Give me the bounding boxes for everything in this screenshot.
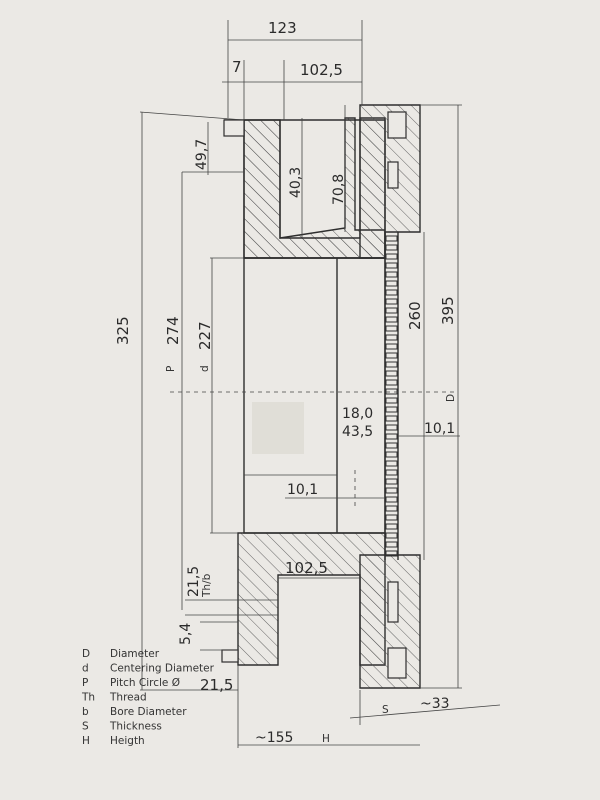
legend-text: Centering Diameter xyxy=(110,663,215,675)
tooth xyxy=(385,352,398,359)
axis-label-D: D xyxy=(445,394,457,402)
tooth xyxy=(385,343,398,350)
tooth xyxy=(385,307,398,314)
part-section xyxy=(170,104,455,689)
tooth xyxy=(385,442,398,449)
dim-bottom-33: ~33 xyxy=(420,696,450,712)
tooth xyxy=(385,334,398,341)
tooth xyxy=(385,496,398,503)
tooth xyxy=(385,487,398,494)
legend-text: Heigth xyxy=(110,735,145,747)
dim-upper-49: 49,7 xyxy=(194,139,210,170)
tooth xyxy=(385,289,398,296)
tooth xyxy=(385,406,398,413)
tooth xyxy=(385,316,398,323)
tooth xyxy=(385,361,398,368)
legend-symbol: P xyxy=(82,677,88,689)
dim-mid-18: 18,0 xyxy=(342,406,373,422)
legend-symbol: Th xyxy=(81,692,95,704)
dim-left-274: 274 xyxy=(164,316,182,345)
tooth xyxy=(385,469,398,476)
tooth xyxy=(385,325,398,332)
dim-mid-10-right: 10,1 xyxy=(424,421,455,437)
dim-left-325: 325 xyxy=(114,316,132,345)
dim-top-total: 123 xyxy=(268,19,297,37)
legend-symbol: H xyxy=(82,735,90,747)
legend-symbol: S xyxy=(82,721,89,733)
legend-text: Bore Diameter xyxy=(110,706,187,718)
legend-symbol: b xyxy=(82,706,89,718)
tooth xyxy=(385,397,398,404)
tooth xyxy=(385,523,398,530)
tooth xyxy=(385,280,398,287)
dim-bottom-S: S xyxy=(382,704,389,716)
tooth xyxy=(385,244,398,251)
legend-symbol: d xyxy=(82,663,89,675)
legend-text: Diameter xyxy=(110,648,160,660)
legend-text: Pitch Circle Ø xyxy=(110,677,180,689)
dim-mid-43: 43,5 xyxy=(342,424,373,440)
tooth xyxy=(385,235,398,242)
tooth xyxy=(385,298,398,305)
dimension-labels: 123 7 102,5 49,7 40,3 70,8 325 274 227 2… xyxy=(114,19,457,746)
tooth xyxy=(385,379,398,386)
axis-label-P: P xyxy=(165,366,177,372)
tooth xyxy=(385,478,398,485)
tooth xyxy=(385,415,398,422)
dim-bottom-H: H xyxy=(322,733,330,745)
tooth xyxy=(385,388,398,395)
tooth xyxy=(385,514,398,521)
axis-label-d: d xyxy=(199,365,211,372)
tooth xyxy=(385,433,398,440)
dim-upper-40: 40,3 xyxy=(288,167,304,198)
tooth xyxy=(385,460,398,467)
legend-text: Thread xyxy=(109,692,147,704)
dim-lower-54: 5,4 xyxy=(178,623,194,645)
dim-right-395: 395 xyxy=(439,296,457,325)
tooth xyxy=(385,550,398,557)
dim-left-227: 227 xyxy=(196,321,214,350)
dim-lower-21b: 21,5 xyxy=(200,676,233,694)
tooth-comb xyxy=(385,235,398,557)
dim-top-right: 102,5 xyxy=(300,61,343,79)
dim-top-small: 7 xyxy=(232,58,242,76)
tooth xyxy=(385,271,398,278)
tooth xyxy=(385,532,398,539)
dim-mid-10-left: 10,1 xyxy=(287,482,318,498)
legend-text: Thickness xyxy=(109,721,162,733)
tooth xyxy=(385,451,398,458)
dim-right-260: 260 xyxy=(406,301,424,330)
dimension-lines xyxy=(139,20,501,748)
dim-upper-70: 70,8 xyxy=(331,174,347,205)
legend-symbol: D xyxy=(82,648,90,660)
tooth xyxy=(385,541,398,548)
dim-bottom-155: ~155 xyxy=(255,730,293,746)
tooth xyxy=(385,253,398,260)
dim-lower-102: 102,5 xyxy=(285,559,328,577)
tooth xyxy=(385,424,398,431)
tooth xyxy=(385,505,398,512)
tooth xyxy=(385,370,398,377)
tooth xyxy=(385,262,398,269)
dim-lower-21: 21,5 xyxy=(186,566,202,597)
dim-lower-th-b: Th/b xyxy=(201,573,213,598)
